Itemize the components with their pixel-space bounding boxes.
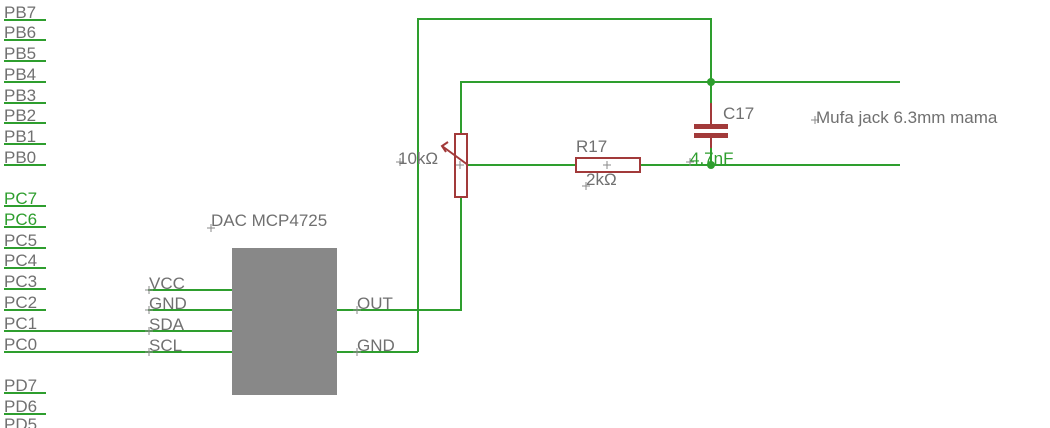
dac-pin-label: OUT xyxy=(357,294,393,313)
pin-pb6: PB6 xyxy=(4,23,46,42)
c17-plate-bottom xyxy=(694,133,728,138)
pin-label: PB2 xyxy=(4,106,36,125)
r17-body xyxy=(575,157,641,173)
c17-value-label: 4.7nF xyxy=(690,149,733,168)
pin-pc5: PC5 xyxy=(4,231,46,250)
pin-label: PB1 xyxy=(4,127,36,146)
pin-pb3: PB3 xyxy=(4,86,46,105)
port-b-pins: PB7 PB6 PB5 PB4 PB3 PB2 PB1 PB0 xyxy=(4,3,46,167)
output-nets xyxy=(417,18,900,352)
pin-label: PB0 xyxy=(4,148,36,167)
pin-pb1: PB1 xyxy=(4,127,46,146)
net-pot-top xyxy=(460,81,900,134)
pin-pc2: PC2 xyxy=(4,293,46,312)
r17-value-label: 2kΩ xyxy=(586,170,617,189)
resistor-r17: R17 2kΩ xyxy=(575,137,641,190)
pin-pb4: PB4 xyxy=(4,65,46,84)
pin-pd6: PD6 xyxy=(4,397,46,416)
net-dac-out xyxy=(418,197,462,311)
jack-name-label: Mufa jack 6.3mm mama xyxy=(816,108,998,127)
origin-markers xyxy=(145,224,361,356)
pot-wiper-arrow xyxy=(441,145,469,166)
i2c-nets xyxy=(4,330,232,353)
pot-value-label: 10kΩ xyxy=(398,149,438,168)
pin-label: PD5 xyxy=(4,415,37,428)
port-d-pins: PD7 PD6 PD5 xyxy=(4,376,46,428)
port-c-pins: PC7 PC6 PC5 PC4 PC3 PC2 PC1 PC0 xyxy=(4,189,46,354)
pin-pb5: PB5 xyxy=(4,44,46,63)
dac-body xyxy=(232,248,337,395)
pin-pb0: PB0 xyxy=(4,148,46,167)
pin-pd5: PD5 xyxy=(4,415,37,428)
pin-label: PC4 xyxy=(4,251,37,270)
pin-pb2: PB2 xyxy=(4,106,46,125)
pin-pc7: PC7 xyxy=(4,189,46,208)
junction-bottom xyxy=(707,161,715,169)
pin-label: PC1 xyxy=(4,314,37,333)
pot-arrowhead xyxy=(440,141,449,153)
dac-chip: DAC MCP4725 VCC GND SDA SCL OUT GND xyxy=(148,211,418,395)
pin-label: PB5 xyxy=(4,44,36,63)
junction-top xyxy=(707,78,715,86)
pin-label: PB3 xyxy=(4,86,36,105)
pin-label: PC7 xyxy=(4,189,37,208)
pin-label: PC3 xyxy=(4,272,37,291)
pin-label: PC2 xyxy=(4,293,37,312)
pin-pc6: PC6 xyxy=(4,210,46,229)
pin-pc4: PC4 xyxy=(4,251,46,270)
pin-pb7: PB7 xyxy=(4,3,46,22)
pin-label: PD6 xyxy=(4,397,37,416)
capacitor-c17: C17 4.7nF xyxy=(686,103,754,168)
dac-pin-label: SCL xyxy=(149,336,182,355)
dac-pin-label: SDA xyxy=(149,315,185,334)
pin-label: PC5 xyxy=(4,231,37,250)
pin-label: PC6 xyxy=(4,210,37,229)
dac-pin-label: VCC xyxy=(149,274,185,293)
net-ground xyxy=(417,18,712,352)
pin-pd7: PD7 xyxy=(4,376,46,395)
pin-label: PB4 xyxy=(4,65,36,84)
potentiometer: 10kΩ xyxy=(396,133,469,198)
dac-pin-label: GND xyxy=(357,336,395,355)
pin-label: PB6 xyxy=(4,23,36,42)
dac-name-label: DAC MCP4725 xyxy=(211,211,327,230)
dac-pin-label: GND xyxy=(149,294,187,313)
r17-name-label: R17 xyxy=(576,137,607,156)
pin-pc3: PC3 xyxy=(4,272,46,291)
audio-jack: Mufa jack 6.3mm mama xyxy=(811,108,998,127)
c17-name-label: C17 xyxy=(723,104,754,123)
pin-label: PD7 xyxy=(4,376,37,395)
c17-plate-top xyxy=(694,124,728,129)
pin-label: PC0 xyxy=(4,335,37,354)
pin-label: PB7 xyxy=(4,3,36,22)
